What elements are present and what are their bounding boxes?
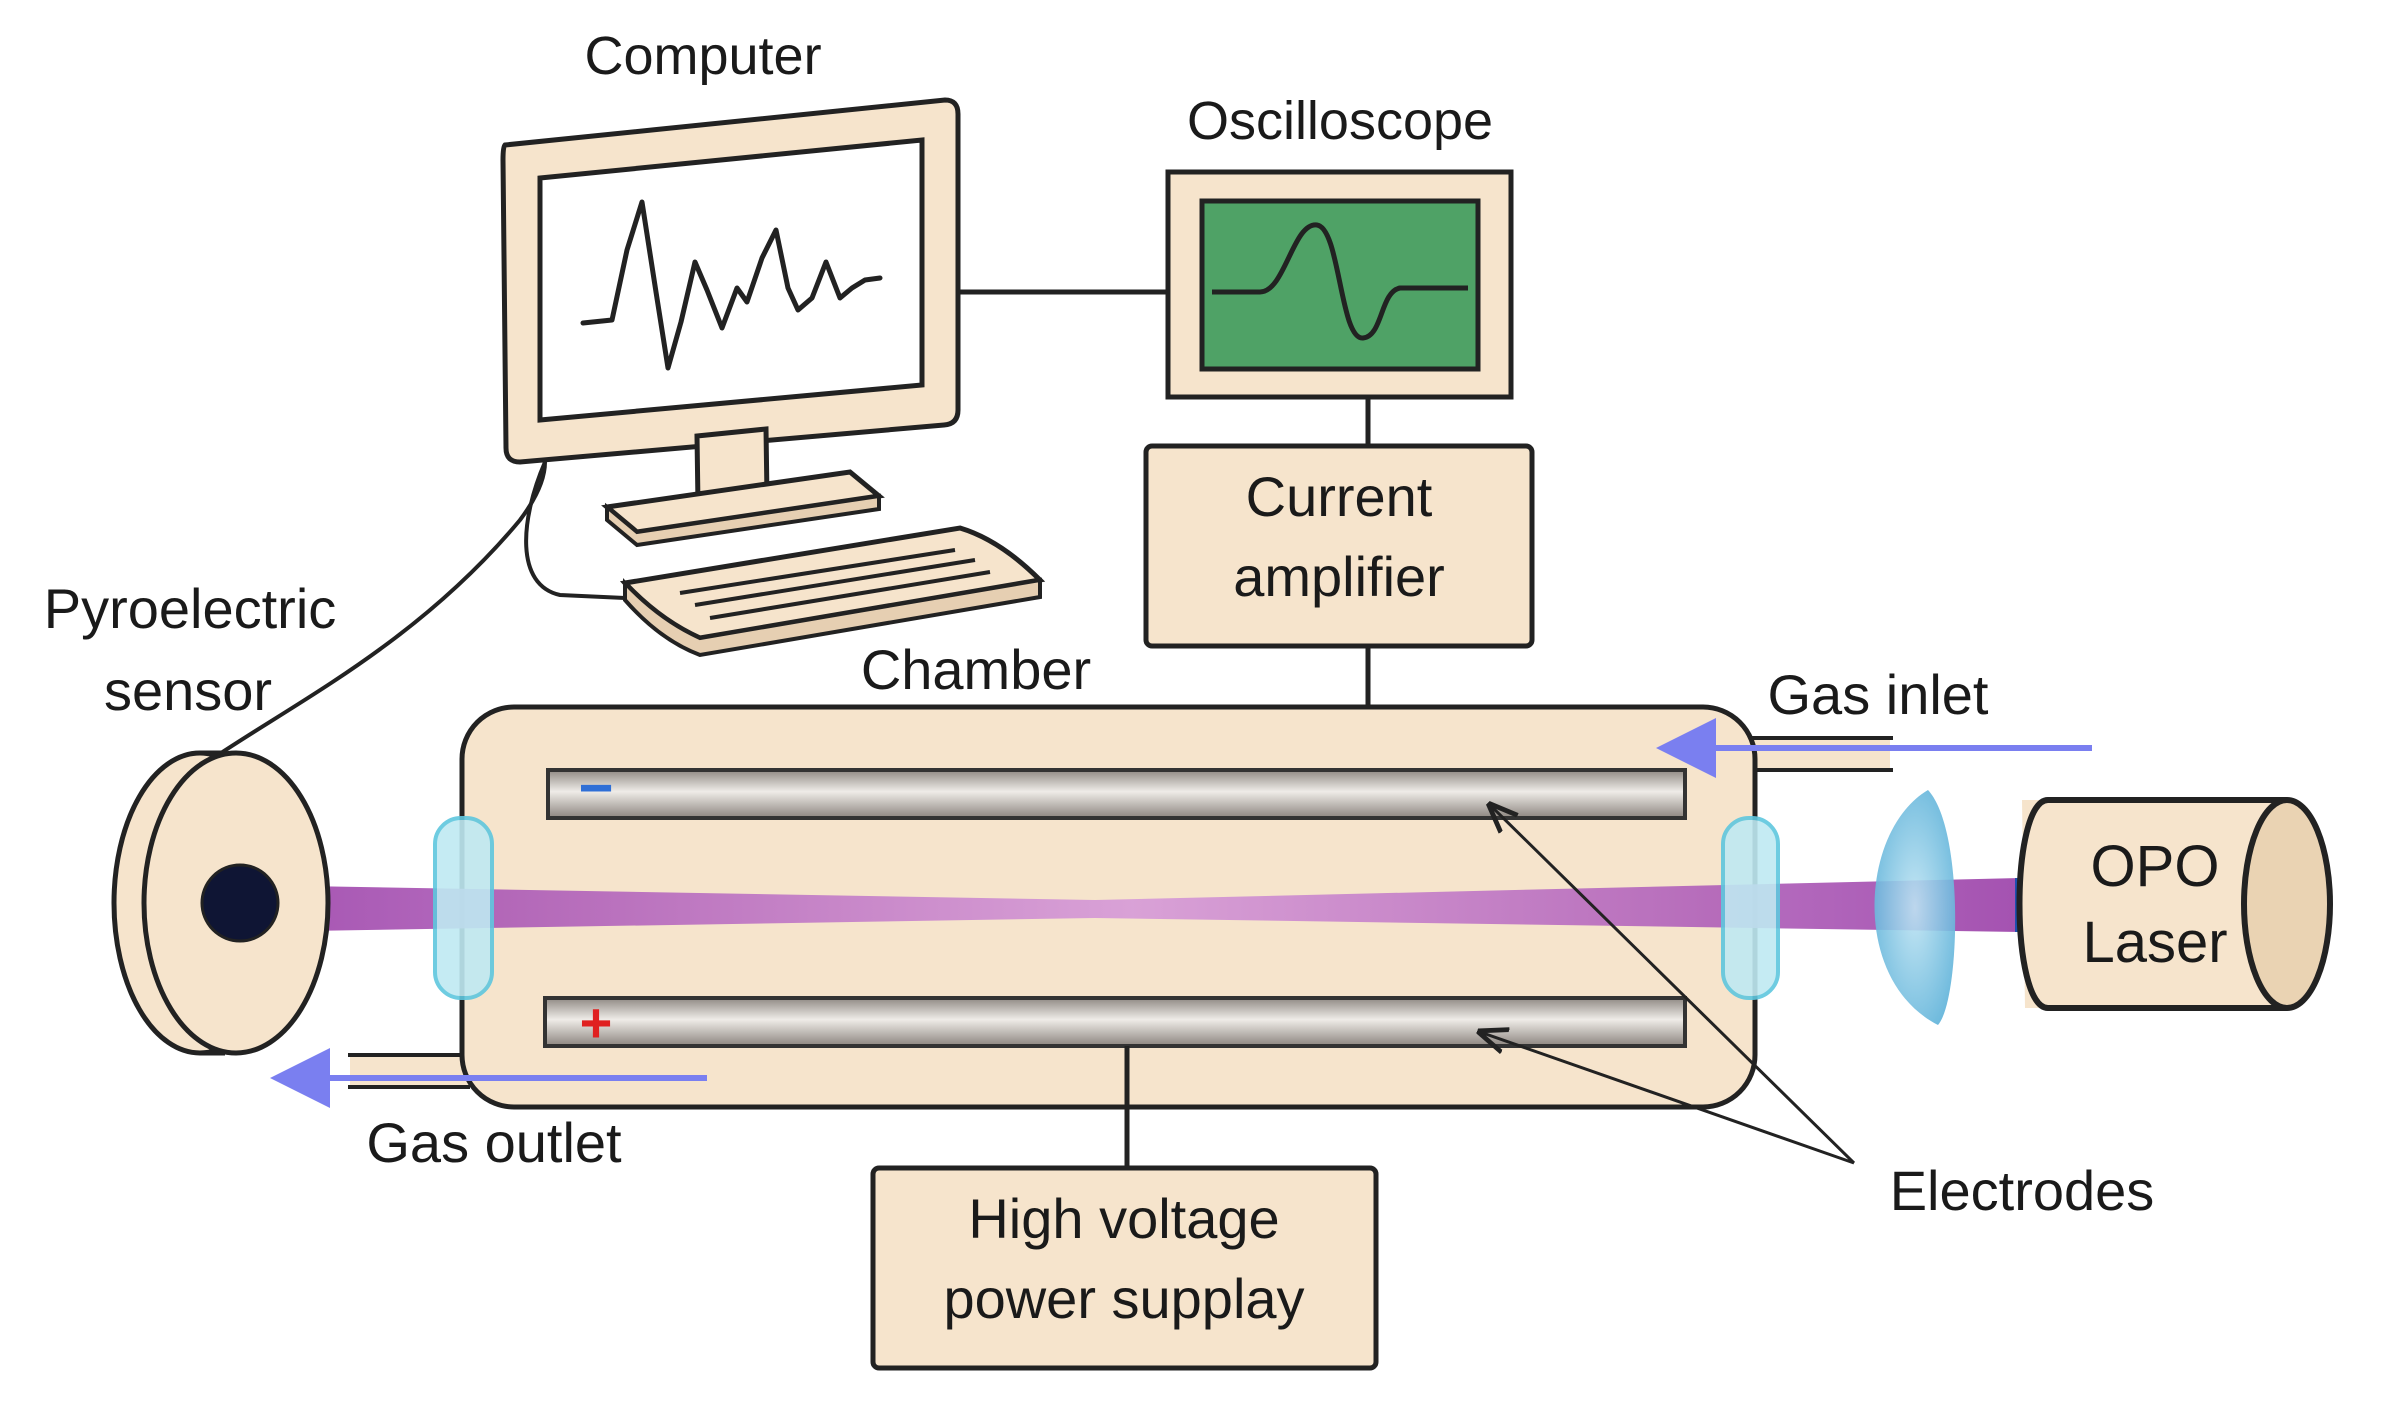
electrodes-label: Electrodes <box>1890 1159 2155 1222</box>
pyroelectric-sensor-label-line1: Pyroelectric <box>44 577 337 640</box>
monitor-waveform <box>580 199 883 371</box>
computer <box>500 97 1046 658</box>
positive-sign: + <box>580 991 613 1054</box>
oscilloscope-label: Oscilloscope <box>1187 91 1493 151</box>
high-voltage-label-line1: High voltage <box>968 1187 1279 1250</box>
opo-laser: OPO Laser <box>2015 797 2333 1011</box>
oscilloscope-waveform <box>1212 222 1468 341</box>
sensor-aperture <box>200 863 280 943</box>
bottom-electrode <box>543 996 1687 1048</box>
negative-sign: − <box>578 754 613 821</box>
oscilloscope <box>1165 169 1514 400</box>
gas-inlet-label: Gas inlet <box>1768 663 1989 726</box>
monitor-screen <box>537 137 925 423</box>
chamber-label: Chamber <box>861 638 1091 701</box>
pyroelectric-sensor <box>111 750 331 1056</box>
keyboard <box>619 525 1046 658</box>
left-window <box>433 816 494 1000</box>
high-voltage-label-line2: power supplay <box>943 1267 1304 1330</box>
computer-label: Computer <box>584 26 821 86</box>
high-voltage-power-supply: High voltage power supplay <box>870 1165 1379 1371</box>
current-amplifier-label-line2: amplifier <box>1233 545 1445 608</box>
electrode-pointer-bottom <box>1480 1032 1855 1165</box>
focusing-lens <box>1874 790 1956 1025</box>
top-electrode <box>546 768 1687 820</box>
sensor-cable <box>213 461 547 759</box>
right-window <box>1721 816 1780 1000</box>
opo-laser-label-line2: Laser <box>2082 910 2227 975</box>
pyroelectric-sensor-label-line2: sensor <box>104 659 272 722</box>
gas-outlet-label: Gas outlet <box>366 1111 622 1174</box>
current-amplifier: Current amplifier <box>1143 443 1535 649</box>
current-amplifier-label-line1: Current <box>1246 465 1433 528</box>
opo-laser-label-line1: OPO <box>2091 834 2220 899</box>
electrode-pointer-top <box>1490 805 1856 1165</box>
